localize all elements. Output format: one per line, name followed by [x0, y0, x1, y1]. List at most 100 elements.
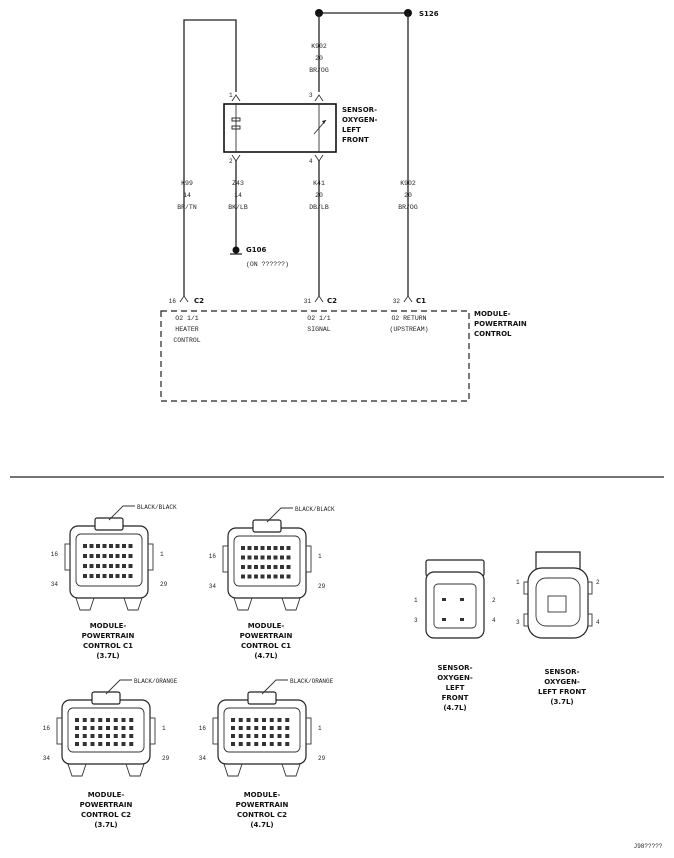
pin-cavity — [231, 718, 235, 722]
wire-k99-color: BR/TN — [177, 204, 197, 211]
pin-cavity — [75, 742, 79, 746]
pin-cavity — [89, 544, 94, 548]
sensor-pin-2: 2 — [229, 158, 233, 165]
wire-k99 — [183, 19, 237, 296]
pin-cavity — [106, 726, 110, 730]
pin-cavity — [75, 726, 79, 730]
connector-latch — [252, 519, 282, 533]
pin-number: 29 — [162, 755, 170, 762]
pin-cavity — [277, 718, 282, 722]
pin-cavity — [109, 544, 113, 548]
pin-cavity — [109, 574, 113, 578]
wire-k902-right-color: BR/OG — [398, 204, 418, 211]
pcm-pin3-desc-1: O2 RETURN — [391, 315, 426, 322]
pcm-pin1-desc-1: O2 1/1 — [175, 315, 199, 322]
wire-k902-right-gauge: 20 — [404, 192, 412, 199]
pin-cavity — [129, 734, 134, 738]
connector-face — [75, 533, 143, 587]
pin-cavity — [121, 726, 126, 730]
figure-id: J98????? — [634, 843, 663, 850]
pin-cavity — [277, 734, 282, 738]
pin-number: 34 — [43, 755, 51, 762]
pin-number: 1 — [318, 553, 322, 560]
pin-cavity — [128, 554, 133, 558]
connector-color-tag: BLACK/BLACK — [295, 506, 335, 513]
pin-cavity — [254, 718, 259, 722]
sensor-connector-marks — [231, 94, 324, 162]
pcm-pin1-desc-2: HEATER — [175, 326, 199, 333]
connector-body — [61, 699, 151, 765]
sensor-label-1: SENSOR- — [342, 106, 377, 114]
connector-face — [535, 577, 581, 627]
sensor-label-3: LEFT — [342, 126, 361, 134]
connector-caption-line: SENSOR- — [438, 664, 473, 672]
pin-cavity — [269, 742, 274, 746]
pin-cavity — [129, 718, 134, 722]
pin-cavity — [269, 726, 274, 730]
pin-cavity — [260, 555, 265, 560]
pin-cavity — [231, 726, 235, 730]
pin-cavity — [238, 726, 243, 730]
pin-cavity — [121, 718, 126, 722]
pin-cavity — [109, 564, 113, 568]
pin-cavity — [442, 598, 446, 601]
pin-number: 1 — [414, 597, 418, 604]
connector-latch — [91, 691, 121, 705]
pcm-label-3: CONTROL — [474, 330, 512, 338]
connector-face — [433, 583, 477, 629]
pin-cavity — [75, 734, 79, 738]
pin-cavity — [122, 554, 126, 558]
connector-caption-line: (4.7L) — [443, 704, 466, 712]
pin-cavity — [90, 734, 95, 738]
sensor-label-2: OXYGEN- — [342, 116, 378, 124]
pin-cavity — [96, 554, 100, 558]
connector-caption-line: CONTROL C1 — [83, 642, 133, 650]
pin-number: 16 — [51, 551, 59, 558]
pin-cavity — [89, 554, 94, 558]
pin-cavity — [128, 544, 133, 548]
pin-cavity — [262, 726, 266, 730]
wire-k41-gauge: 20 — [315, 192, 323, 199]
pin-cavity — [273, 546, 278, 550]
pin-cavity — [113, 742, 118, 746]
sensor-pin-4: 4 — [309, 158, 313, 165]
pin-number: 3 — [516, 619, 520, 626]
pcm-pin2-desc-1: O2 1/1 — [307, 315, 331, 322]
pin-cavity — [89, 574, 94, 578]
splice-label: S126 — [419, 10, 439, 18]
pin-cavity — [247, 555, 252, 560]
connector-body — [217, 699, 307, 765]
pcm-connector-marks — [179, 295, 413, 303]
pin-cavity — [122, 564, 126, 568]
wire-k99-gauge: 14 — [183, 192, 191, 199]
pin-cavity — [286, 574, 291, 579]
connector-key — [547, 595, 567, 613]
pin-cavity — [121, 742, 126, 746]
pin-number: 34 — [209, 583, 217, 590]
connector-caption-line: POWERTRAIN — [240, 632, 293, 640]
pin-cavity — [82, 742, 87, 746]
connector-caption-line: FRONT — [442, 694, 469, 702]
pcm-pin3-conn: C1 — [416, 297, 426, 305]
pin-cavity — [285, 734, 290, 738]
pin-cavity — [442, 618, 446, 621]
pin-cavity — [241, 546, 245, 550]
wire-z43-code: Z43 — [232, 180, 244, 187]
pin-cavity — [75, 718, 79, 722]
sensor-oxygen-box — [223, 103, 337, 153]
pcm-pin2-num: 31 — [304, 298, 312, 305]
wire-k902-right-code: K902 — [400, 180, 416, 187]
pin-number: 16 — [199, 725, 207, 732]
wire-z43-color: BK/LB — [228, 204, 248, 211]
connector-face — [233, 535, 301, 587]
pin-cavity — [267, 574, 271, 579]
pin-cavity — [246, 734, 251, 738]
connector-caption-line: MODULE- — [244, 791, 281, 799]
ground-label: G106 — [246, 246, 266, 254]
connector-color-tag: BLACK/ORANGE — [290, 678, 334, 685]
connector-caption-line: LEFT — [446, 684, 465, 692]
pin-cavity — [238, 734, 243, 738]
pin-number: 1 — [516, 579, 520, 586]
